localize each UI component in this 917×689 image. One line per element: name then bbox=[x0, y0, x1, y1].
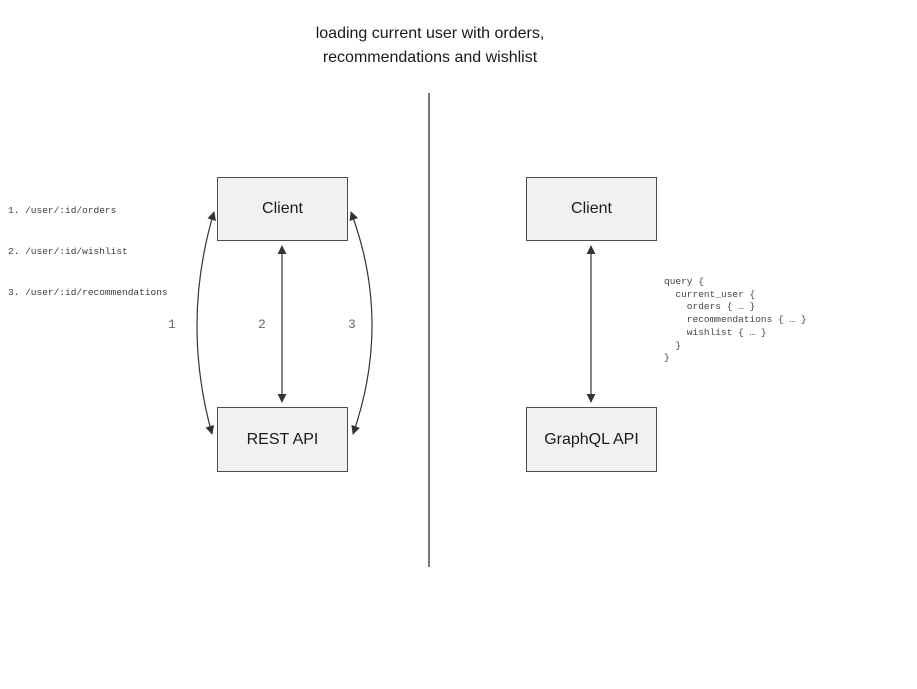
query-line: current_user { bbox=[664, 288, 756, 300]
query-line: wishlist { … } bbox=[664, 326, 767, 338]
diagram-title-line2: recommendations and wishlist bbox=[322, 49, 538, 66]
node-rest-api-label: REST API bbox=[246, 430, 319, 448]
rest-arrow-1-curved-left bbox=[196, 211, 216, 435]
node-graphql-api-label: GraphQL API bbox=[544, 430, 639, 448]
arrow-label-3: 3 bbox=[348, 317, 356, 332]
node-client-rest: Client bbox=[217, 177, 348, 241]
graphql-query-snippet: query { current_user { orders { … } reco… bbox=[664, 276, 807, 365]
node-rest-api: REST API bbox=[217, 407, 348, 472]
diagram-title: loading current user with orders, recomm… bbox=[180, 22, 680, 70]
arrow-label-2: 2 bbox=[258, 317, 266, 332]
diagram-title-line1: loading current user with orders, bbox=[315, 25, 545, 42]
node-client-rest-label: Client bbox=[262, 200, 303, 217]
query-line: query { bbox=[664, 276, 704, 287]
node-client-graphql: Client bbox=[526, 177, 657, 241]
query-line: recommendations { … } bbox=[664, 314, 807, 326]
rest-endpoint-list: 1. /user/:id/orders 2. /user/:id/wishlis… bbox=[8, 176, 168, 328]
query-line: } bbox=[664, 352, 670, 364]
node-client-graphql-label: Client bbox=[571, 200, 612, 217]
node-graphql-api: GraphQL API bbox=[526, 407, 657, 472]
rest-endpoint-orders: 1. /user/:id/orders bbox=[8, 204, 117, 216]
rest-endpoint-recommendations: 3. /user/:id/recommendations bbox=[8, 287, 168, 299]
rest-endpoint-wishlist: 2. /user/:id/wishlist bbox=[8, 245, 128, 257]
query-line: orders { … } bbox=[664, 301, 756, 313]
arrow-label-1: 1 bbox=[168, 317, 176, 332]
query-line: } bbox=[664, 339, 682, 351]
